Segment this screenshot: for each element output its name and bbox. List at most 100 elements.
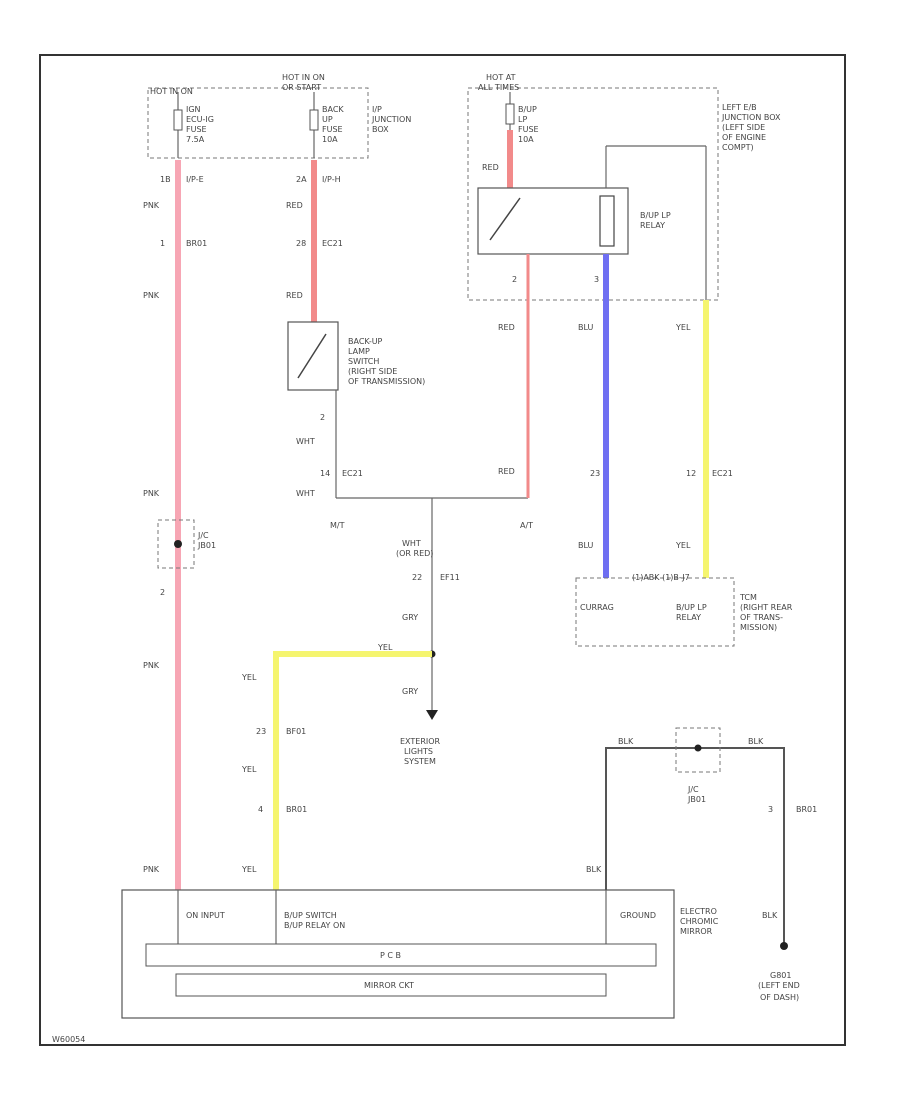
splice-c2: GRY [402,613,418,622]
relay-l2: RELAY [640,221,665,230]
hot-label-right: HOT AT [486,73,516,82]
mod-c-right: BLK [586,865,602,874]
sw-out-c1: WHT [296,437,315,446]
fuse-left-icon [173,109,183,131]
fuse-right-l4: 10A [518,135,534,144]
ip-junction-box [147,87,369,159]
red-c1: RED [498,323,515,332]
gnd-l3: OF DASH) [760,993,799,1002]
fuse-left-l4: 7.5A [186,135,205,144]
exterior-l3: SYSTEM [404,757,436,766]
yl-conn: BF01 [286,727,306,736]
fuse-left-l2: ECU-IG [186,115,214,124]
wm-pin-top: 2A [296,175,307,184]
yl-pin2: 4 [258,805,263,814]
sw-out-pin2: 14 [320,469,330,478]
yr-c2: YEL [675,541,691,550]
ip-jb-l3: BOX [372,125,389,134]
wl-c2: PNK [143,291,160,300]
gnd-jc-l1: J/C [687,785,699,794]
splice-yel: YEL [377,643,393,652]
exterior-l2: LIGHTS [404,747,433,756]
tcm-r3: OF TRANS- [740,613,783,622]
wl-pin-top: 1B [160,175,171,184]
fuse-mid-l2: UP [322,115,333,124]
relay-contact [489,197,521,241]
fuse-right-icon [505,103,515,125]
mod-side3: MIRROR [680,927,713,936]
eb-jb-l3: (LEFT SIDE [722,123,765,132]
at-label: A/T [520,521,533,530]
fuse-right-l1: B/UP [518,105,537,114]
relay-coil [599,195,615,247]
wire-yel-left [273,651,432,890]
fuse-mid-l3: FUSE [322,125,343,134]
gnd-c1: BLK [618,737,634,746]
jc-left-node [174,540,182,548]
yr-conn: EC21 [712,469,733,478]
gnd-jc-l2: JB01 [687,795,706,804]
blu-c1: BLU [578,323,594,332]
ip-jb-l2: JUNCTION [371,115,411,124]
yl-c3: YEL [241,865,257,874]
tcm-pins: (1)ABK (1)B-J7 [632,573,690,582]
fuse-left-l1: IGN [186,105,201,114]
wl-c3: PNK [143,489,160,498]
mod-t3: GROUND [620,911,656,920]
fuse-right-l3: FUSE [518,125,539,134]
hot-label-left: HOT IN ON [150,87,193,96]
wl-jc-pin: 2 [160,588,165,597]
switch-blade [297,333,327,379]
wl-c5: PNK [143,865,160,874]
gnd-l1: G801 [770,971,791,980]
splice-c1b: (OR RED) [396,549,433,558]
mirror-ckt-bar [175,973,607,997]
jc-jb01-right [675,727,721,773]
tcm-mid1: B/UP LP [676,603,707,612]
splice-c1: WHT [402,539,421,548]
yr-pin: 12 [686,469,696,478]
gnd-c3: BLK [762,911,778,920]
splice-conn: EF11 [440,573,460,582]
eb-jb-l5: COMPT) [722,143,754,152]
jc-left-l1: J/C [197,531,209,540]
hot-label-mid: HOT IN ON [282,73,325,82]
splice-c3: GRY [402,687,418,696]
tcm-r1: TCM [739,593,757,602]
ground-point-icon [780,942,788,950]
backup-lamp-switch [287,321,339,391]
relay-pin2: 2 [512,275,517,284]
tcm-box [575,577,735,647]
sw-out-pin: 2 [320,413,325,422]
fuse-right-l2: LP [518,115,527,124]
jc-right-node [694,744,702,752]
sw-l4: (RIGHT SIDE [348,367,397,376]
eb-jb-l2: JUNCTION BOX [721,113,781,122]
mod-bar2: MIRROR CKT [364,981,414,990]
tcm-r4: MISSION) [740,623,777,632]
mod-side1: ELECTRO [680,907,717,916]
eb-jb-l1: LEFT E/B [722,103,757,112]
red-c2: RED [498,467,515,476]
jc-jb01-left [157,519,195,569]
sw-l3: SWITCH [348,357,379,366]
hot-sub-mid: OR START [282,83,321,92]
yl-c1: YEL [241,673,257,682]
wm-c2: RED [286,291,303,300]
sw-l1: BACK-UP [348,337,383,346]
mod-t2a: B/UP SWITCH [284,911,337,920]
fuse-mid-l4: 10A [322,135,338,144]
gnd-pin: 3 [768,805,773,814]
wm-conn2: EC21 [322,239,343,248]
mod-side2: CHROMIC [680,917,719,926]
wl-c1: PNK [143,201,160,210]
diagram-frame [39,54,846,1046]
sw-l2: LAMP [348,347,370,356]
yl-c2: YEL [241,765,257,774]
tcm-left: CURRAG [580,603,614,612]
splice-pin: 22 [412,573,422,582]
mt-label: M/T [330,521,345,530]
sw-l5: OF TRANSMISSION) [348,377,425,386]
figure-code: W60054 [52,1035,85,1044]
